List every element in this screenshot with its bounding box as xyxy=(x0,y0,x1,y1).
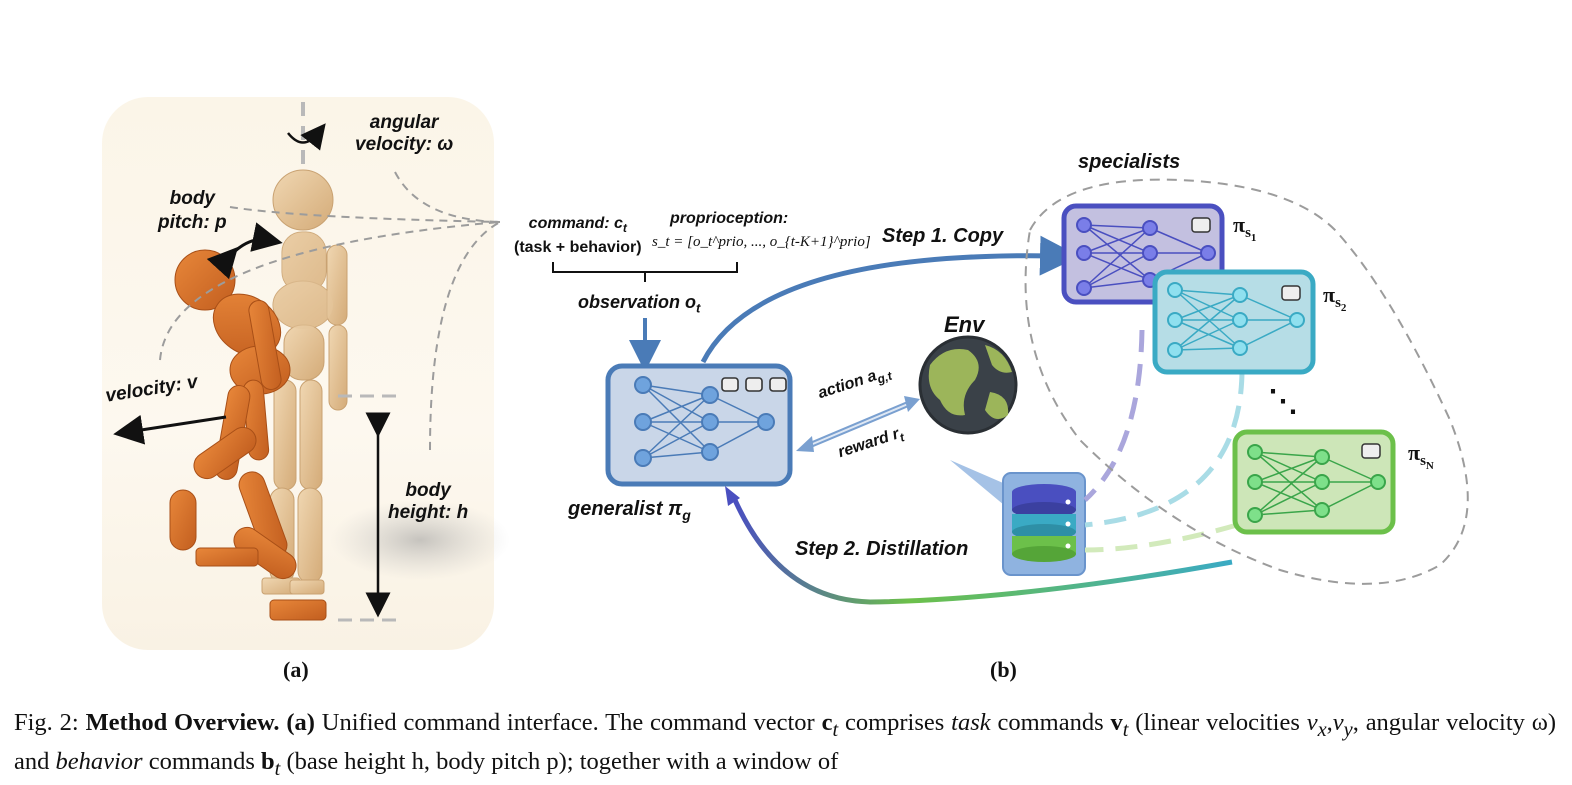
action-reward-arrow xyxy=(796,396,920,452)
env-label: Env xyxy=(944,312,985,337)
height-indicator xyxy=(338,394,398,622)
distillation-arrowhead xyxy=(725,486,740,506)
observation-label: observation ot xyxy=(578,292,701,316)
specialists-label: specialists xyxy=(1078,151,1181,173)
step1-label: Step 1. Copy xyxy=(882,225,1004,247)
database-icon xyxy=(950,460,1086,576)
step2-label: Step 2. Distillation xyxy=(795,538,969,560)
velocity-arrow xyxy=(113,414,227,445)
figure-caption: Fig. 2: Method Overview. (a) Unified com… xyxy=(14,709,1557,780)
proprioception-formula: s_t = [o_t^prio, ..., o_{t-K+1}^prio] xyxy=(652,234,871,250)
orange-humanoid xyxy=(169,249,327,621)
specialists-group-outline xyxy=(1024,178,1469,585)
distillation-arrow xyxy=(732,498,1233,605)
specialist-2-network xyxy=(1152,269,1316,375)
pitch-arrow xyxy=(206,222,283,280)
robot-icon xyxy=(1281,285,1301,301)
distill-dashes xyxy=(1083,329,1245,553)
copy-arrow xyxy=(700,235,1080,364)
generalist-network xyxy=(605,363,793,487)
proprioception-label: proprioception: xyxy=(670,210,789,227)
specialist-n-symbol: πsN xyxy=(1408,440,1434,473)
robot-icon xyxy=(1361,443,1381,459)
specialist-1-symbol: πs1 xyxy=(1233,212,1257,245)
specialist-n-network xyxy=(1232,429,1396,535)
rotation-arrow xyxy=(287,123,326,151)
robot-icon xyxy=(1191,217,1211,233)
env-globe-icon xyxy=(918,335,1018,435)
generalist-label: generalist πg xyxy=(568,498,691,523)
ellipsis: ⋱ xyxy=(1268,385,1298,418)
beige-overlay xyxy=(273,232,333,329)
angular-velocity-label: angular velocity: ω xyxy=(355,112,454,155)
specialist-2-symbol: πs2 xyxy=(1323,282,1347,315)
subfigure-b-label: (b) xyxy=(990,657,1017,682)
robot-icon xyxy=(721,377,787,392)
figure-canvas xyxy=(113,102,1469,622)
subfigure-a-label: (a) xyxy=(283,657,309,682)
body-height-label: body height: h xyxy=(388,480,469,523)
observation-bracket xyxy=(552,262,738,282)
leader-lines xyxy=(159,171,501,451)
command-label: command: ct (task + behavior) xyxy=(514,215,642,257)
body-pitch-label: body pitch: p xyxy=(158,188,227,233)
